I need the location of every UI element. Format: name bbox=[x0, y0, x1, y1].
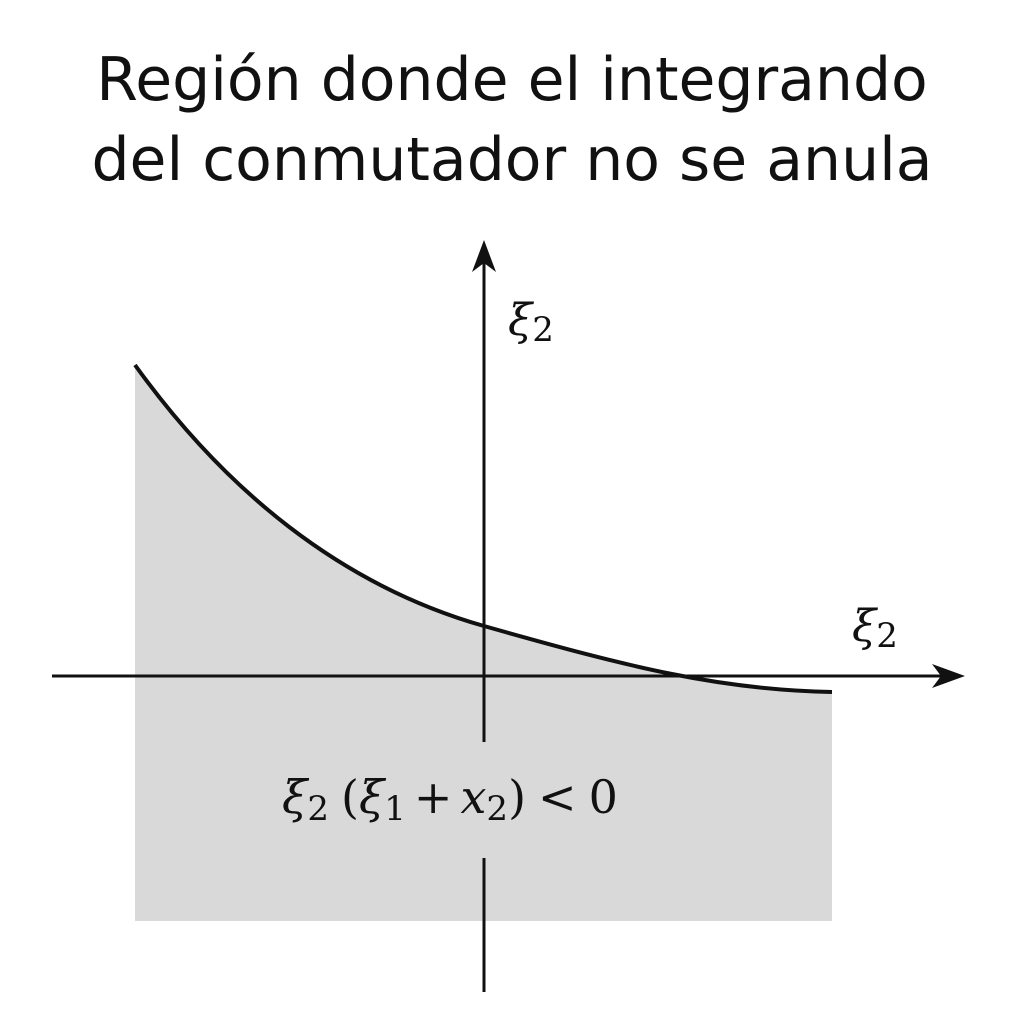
diagram-title: Región donde el integrando del conmutado… bbox=[0, 40, 1024, 200]
horizontal-axis-arrowhead bbox=[932, 664, 965, 688]
horizontal-axis-label-symbol: ξ bbox=[852, 601, 879, 652]
formula-plus: + bbox=[414, 770, 453, 824]
vertical-axis-label-subscript: 2 bbox=[532, 310, 554, 350]
boundary-curve bbox=[133, 363, 833, 694]
vertical-axis-label: ξ2 bbox=[508, 295, 554, 350]
formula-close-paren: ) bbox=[508, 770, 526, 824]
title-line-1: Región donde el integrando bbox=[96, 45, 928, 115]
region-formula: ξ2(ξ1+x2)<0 bbox=[282, 770, 618, 829]
formula-xi-inner: ξ bbox=[359, 770, 387, 824]
formula-open-paren: ( bbox=[341, 770, 359, 824]
formula-less-than: < bbox=[538, 770, 577, 824]
formula-zero: 0 bbox=[589, 770, 618, 824]
formula-subscript-2a: 2 bbox=[307, 789, 329, 829]
formula-subscript-1: 1 bbox=[384, 789, 406, 829]
vertical-axis-arrowhead bbox=[472, 240, 496, 272]
horizontal-axis-label-subscript: 2 bbox=[876, 616, 898, 656]
formula-xi-outer: ξ bbox=[282, 770, 310, 824]
horizontal-axis-label: ξ2 bbox=[852, 601, 898, 656]
formula-x: x bbox=[460, 770, 486, 824]
title-line-2: del conmutador no se anula bbox=[91, 125, 933, 195]
vertical-axis-label-symbol: ξ bbox=[508, 295, 535, 346]
formula-subscript-2b: 2 bbox=[486, 789, 508, 829]
